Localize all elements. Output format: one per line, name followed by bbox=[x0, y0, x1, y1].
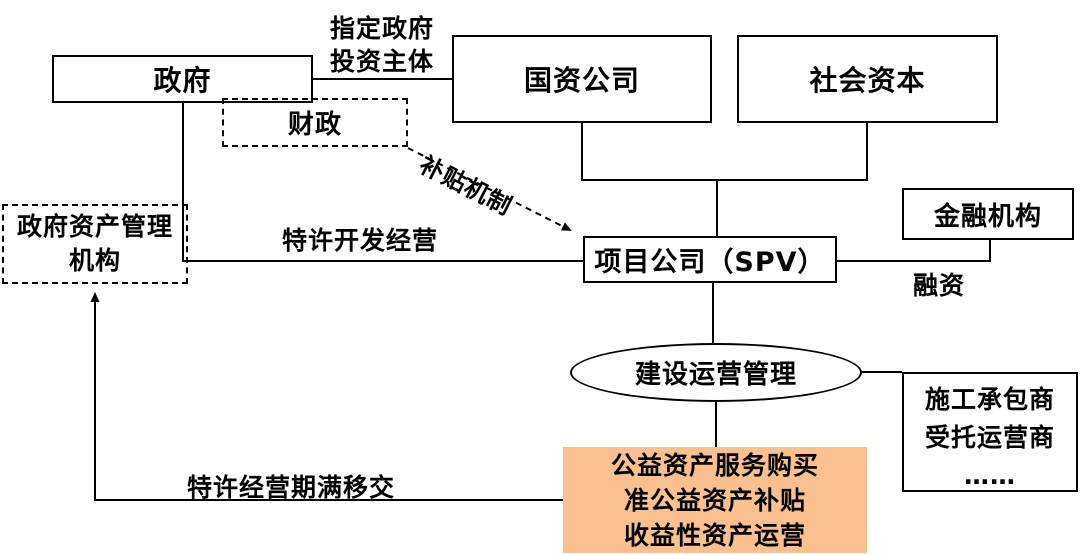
designate-investor-line-1: 指定政府 bbox=[329, 14, 434, 43]
government-box: 政府 bbox=[52, 55, 313, 103]
designate-investor-label: 指定政府 投资主体 bbox=[318, 12, 446, 78]
spv-project-company-box: 项目公司（SPV） bbox=[583, 236, 837, 283]
asset-functions-box: 公益资产服务购买 准公益资产补贴 收益性资产运营 bbox=[563, 447, 867, 553]
contractor-line-3: …… bbox=[964, 461, 1016, 490]
franchise-development-label: 特许开发经营 bbox=[281, 226, 438, 255]
construction-operation-ellipse: 建设运营管理 bbox=[570, 343, 862, 402]
contractor-line-1: 施工承包商 bbox=[924, 385, 1055, 414]
gov-asset-line-1: 政府资产管理 bbox=[16, 212, 173, 241]
asset-function-line-1: 公益资产服务购买 bbox=[610, 451, 819, 480]
state-owned-company-box: 国资公司 bbox=[452, 35, 712, 123]
asset-function-line-3: 收益性资产运营 bbox=[623, 521, 806, 550]
gov-asset-management-box: 政府资产管理 机构 bbox=[2, 204, 188, 284]
financial-institution-box: 金融机构 bbox=[902, 188, 1074, 240]
contractors-box: 施工承包商 受托运营商 …… bbox=[902, 372, 1078, 492]
social-capital-box: 社会资本 bbox=[737, 35, 998, 123]
asset-function-line-2: 准公益资产补贴 bbox=[623, 486, 806, 515]
fiscal-box: 财政 bbox=[222, 98, 408, 147]
designate-investor-line-2: 投资主体 bbox=[329, 47, 434, 76]
financing-label: 融资 bbox=[912, 271, 965, 300]
gov-asset-line-2: 机构 bbox=[68, 246, 121, 275]
transfer-on-expiry-label: 特许经营期满移交 bbox=[186, 473, 395, 502]
contractor-line-2: 受托运营商 bbox=[924, 423, 1055, 452]
